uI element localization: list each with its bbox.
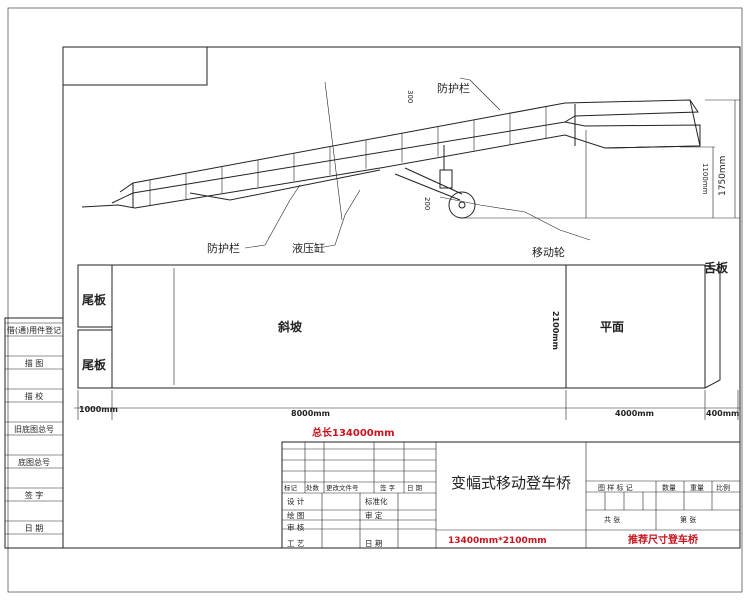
sheet-total: 共 张 bbox=[604, 515, 620, 524]
right-header: 图 样 标 记 bbox=[598, 483, 633, 492]
strip-label: 底图总号 bbox=[18, 457, 50, 467]
sheet-number: 第 张 bbox=[680, 515, 696, 524]
row-label: 设 计 bbox=[287, 496, 305, 506]
tail-plate-label-1: 尾板 bbox=[82, 292, 107, 307]
dim-300: 300 bbox=[406, 90, 414, 103]
flat-label: 平面 bbox=[600, 320, 624, 334]
dim-flat: 4000mm bbox=[615, 409, 654, 418]
moving-wheel-label: 移动轮 bbox=[532, 245, 565, 259]
guardrail-label-top: 防护栏 bbox=[437, 81, 470, 95]
strip-label: 签 字 bbox=[25, 490, 44, 500]
dim-tongue: 400mm bbox=[706, 409, 739, 418]
rev-header: 标记 bbox=[284, 483, 298, 492]
right-header: 比例 bbox=[716, 483, 730, 492]
product-dimensions: 13400mm*2100mm bbox=[448, 536, 547, 546]
total-length: 总长134000mm bbox=[312, 426, 395, 439]
dim-slope: 8000mm bbox=[291, 409, 330, 418]
right-header: 数量 bbox=[662, 483, 676, 492]
slope-label: 斜坡 bbox=[277, 319, 303, 334]
dim-tail: 1000mm bbox=[79, 405, 118, 414]
row-label: 日 期 bbox=[365, 539, 382, 548]
strip-label: 旧底图总号 bbox=[14, 424, 54, 434]
row-label: 工 艺 bbox=[287, 539, 304, 548]
rev-header: 更改文件号 bbox=[326, 483, 359, 492]
rev-header: 日 期 bbox=[407, 484, 423, 492]
tail-plate-label-2: 尾板 bbox=[82, 357, 107, 372]
hydraulic-cylinder-label: 液压缸 bbox=[292, 241, 325, 255]
strip-label: 日 期 bbox=[25, 524, 44, 533]
rev-header: 处数 bbox=[306, 483, 320, 492]
inner-frame bbox=[62, 46, 741, 549]
product-name: 变幅式移动登车桥 bbox=[451, 474, 571, 492]
strip-label: 借(通)用件登记 bbox=[7, 325, 61, 335]
side-view-ramp: 防护栏 防护栏 液压缸 移动轮 300 200 1100mm 1750mm bbox=[81, 77, 740, 259]
left-strip: 借(通)用件登记 描 图 描 校 旧底图总号 底图总号 签 字 日 期 bbox=[4, 317, 64, 549]
rev-header: 签 字 bbox=[380, 483, 396, 492]
dim-1750: 1750mm bbox=[718, 156, 728, 196]
tongue-plate-label: 舌板 bbox=[704, 260, 729, 275]
recommended-note: 推荐尺寸登车桥 bbox=[628, 533, 699, 546]
dim-1100: 1100mm bbox=[701, 163, 709, 195]
corner-box bbox=[62, 46, 208, 86]
row-label: 标准化 bbox=[365, 496, 388, 506]
outer-frame bbox=[7, 7, 743, 593]
strip-label: 描 图 bbox=[25, 358, 44, 368]
right-header: 重量 bbox=[690, 484, 704, 492]
row-label: 审 核 bbox=[287, 522, 305, 532]
plan-view: 尾板 尾板 斜坡 平面 舌板 2100mm 1000mm 8000mm 4000… bbox=[74, 260, 740, 439]
row-label: 审 定 bbox=[365, 510, 383, 520]
strip-label: 描 校 bbox=[25, 391, 44, 401]
width-dim: 2100mm bbox=[551, 311, 560, 350]
guardrail-label-bottom: 防护栏 bbox=[207, 241, 240, 255]
title-block: 标记 处数 更改文件号 签 字 日 期 设 计 标准化 绘 图 审 定 审 核 … bbox=[281, 441, 741, 549]
dim-200: 200 bbox=[423, 197, 431, 210]
row-label: 绘 图 bbox=[287, 510, 304, 520]
